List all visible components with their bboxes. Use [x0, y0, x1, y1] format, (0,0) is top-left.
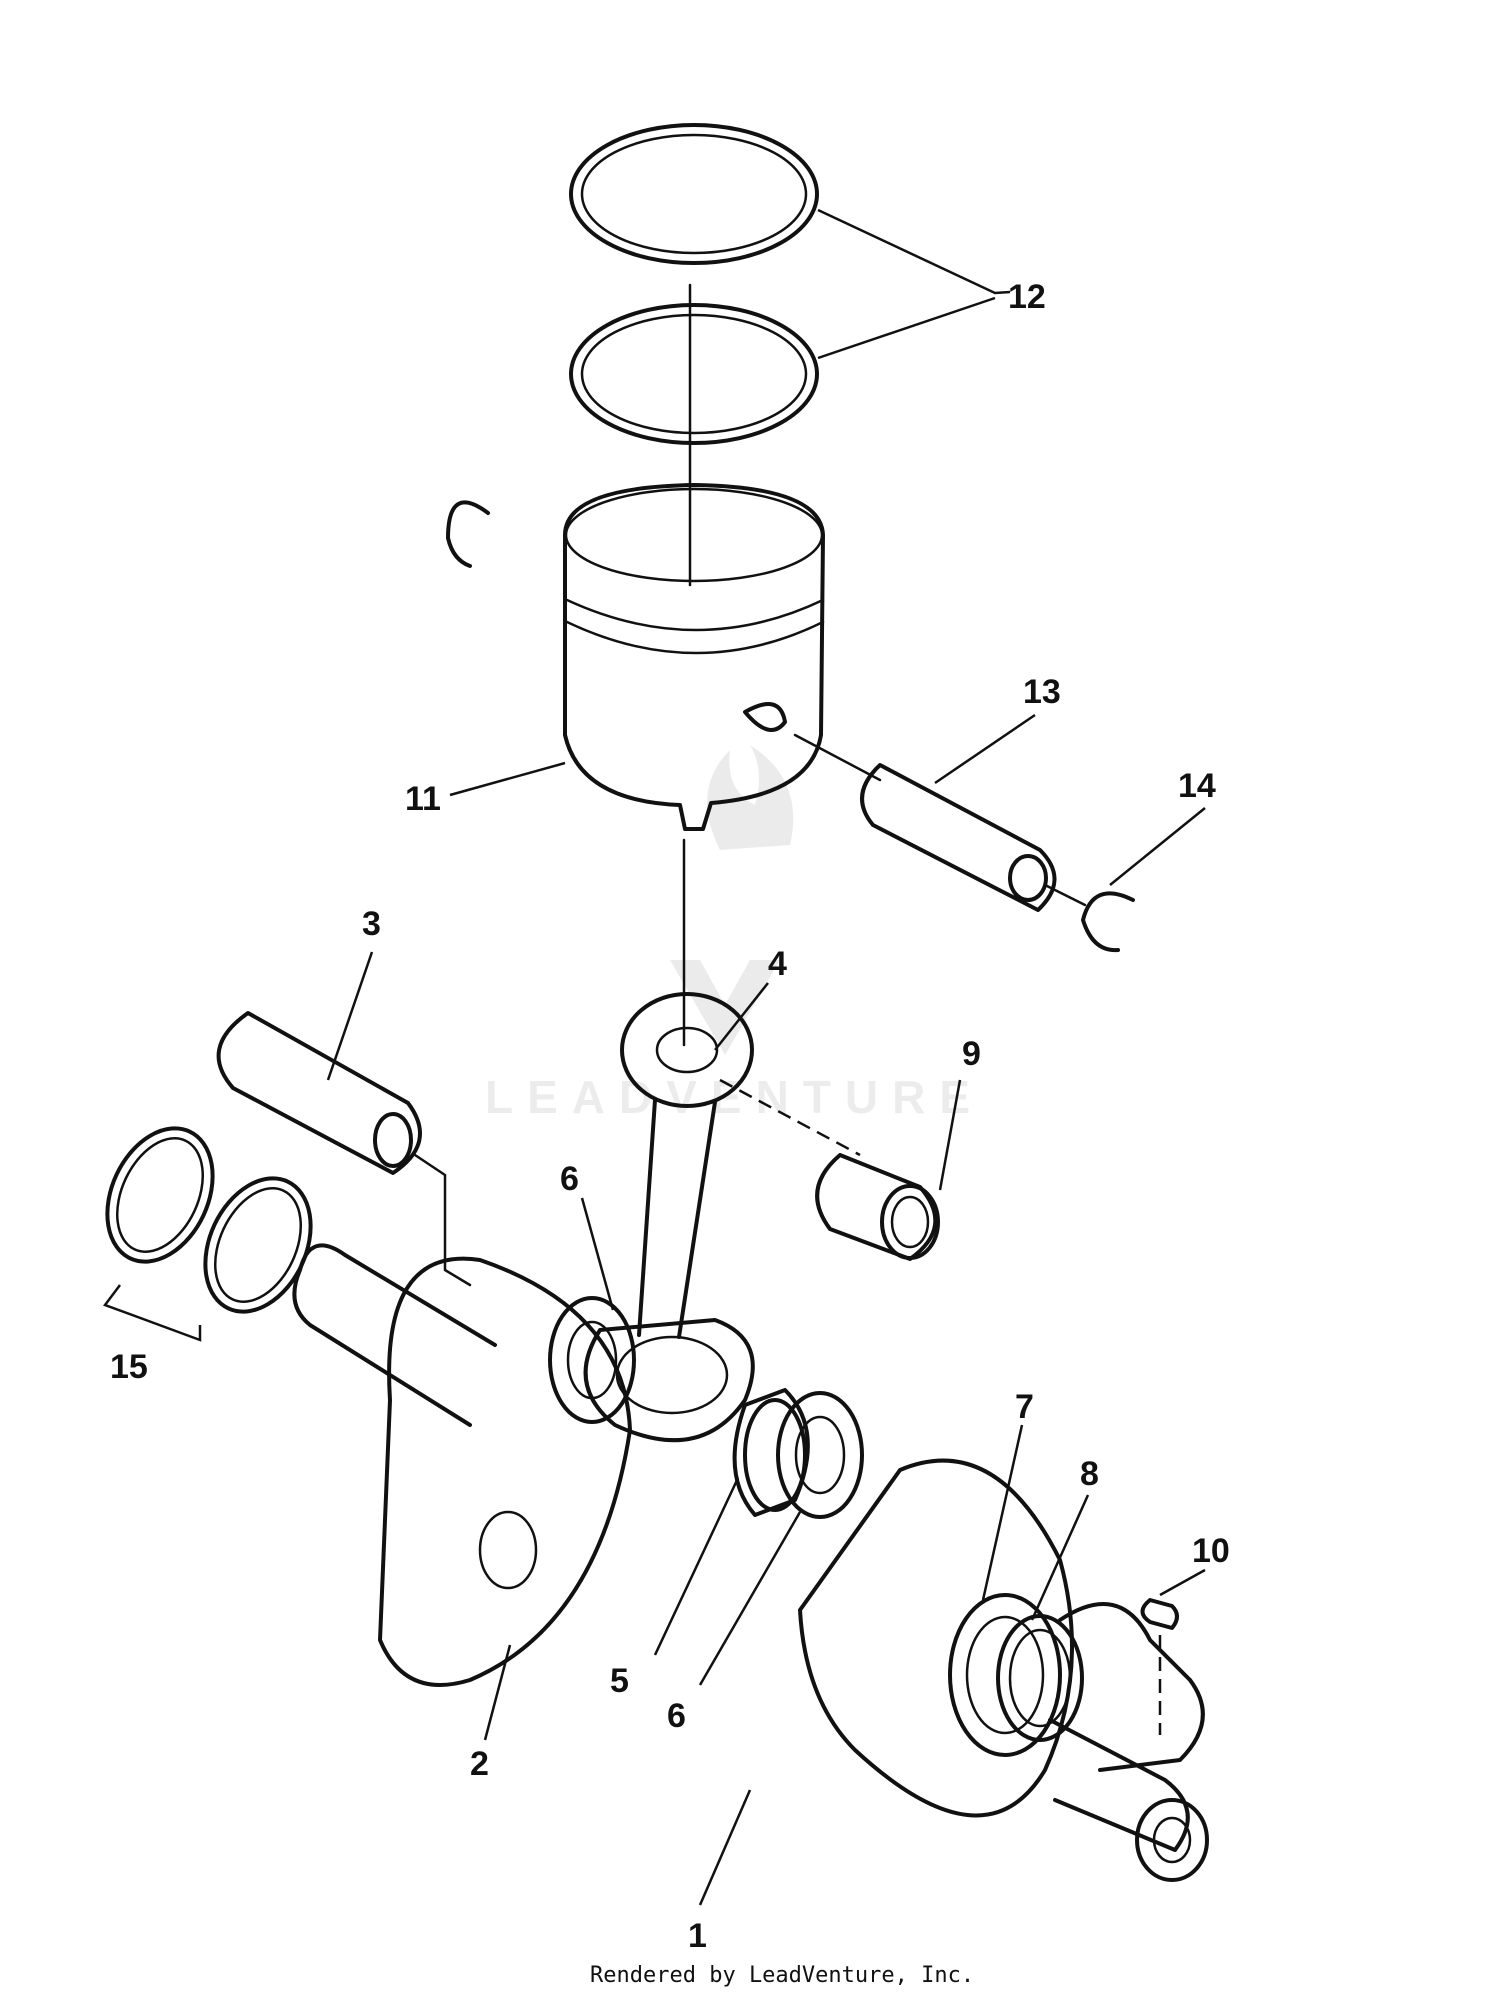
- callout-3: 3: [362, 905, 381, 943]
- callout-8: 8: [1080, 1455, 1099, 1493]
- main-bearing: [948, 1593, 1062, 1757]
- callout-6-upper: 6: [560, 1160, 579, 1198]
- callout-2: 2: [470, 1745, 489, 1783]
- leader-lines: [326, 208, 1206, 1906]
- crank-pin: [216, 1011, 422, 1175]
- watermark-text: LEADVENTURE: [485, 1071, 984, 1123]
- piston-pin: [860, 763, 1057, 912]
- callout-6-lower: 6: [667, 1697, 686, 1735]
- crank-washer-right: [776, 1391, 864, 1519]
- pin-clip-axis-line: [1043, 883, 1087, 907]
- callout-12: 12: [1008, 278, 1046, 316]
- crank-washer-left: [548, 1296, 636, 1424]
- oil-seal: [996, 1614, 1084, 1742]
- callout-14: 14: [1178, 767, 1216, 805]
- crank-web-left: [292, 1243, 632, 1687]
- callout-1: 1: [688, 1917, 707, 1955]
- shims-bracket: [102, 1284, 202, 1342]
- callout-9: 9: [962, 1035, 981, 1073]
- piston-pin-clip: [1081, 891, 1135, 953]
- small-end-bearing-axis: [719, 1078, 861, 1157]
- connecting-rod: [583, 992, 755, 1443]
- pin-axis-line: [793, 733, 882, 782]
- piston-pin-clip-left: [446, 500, 490, 568]
- callout-11: 11: [405, 780, 441, 818]
- crank-web-right: [798, 1458, 1209, 1882]
- callout-13: 13: [1023, 673, 1061, 711]
- watermark-logo: [670, 745, 794, 1055]
- crank-bearing: [732, 1388, 810, 1517]
- woodruff-key: [1140, 1598, 1179, 1630]
- crank-pin-axis-line: [413, 1153, 472, 1287]
- callout-5: 5: [610, 1662, 629, 1700]
- callout-4: 4: [768, 945, 787, 983]
- piston-rings: [569, 123, 819, 445]
- piston: [563, 483, 825, 831]
- small-end-bearing: [815, 1153, 940, 1261]
- callout-15: 15: [110, 1348, 148, 1386]
- callout-10: 10: [1192, 1532, 1230, 1570]
- callout-7: 7: [1015, 1388, 1034, 1426]
- credit-text: Rendered by LeadVenture, Inc.: [590, 1963, 974, 1988]
